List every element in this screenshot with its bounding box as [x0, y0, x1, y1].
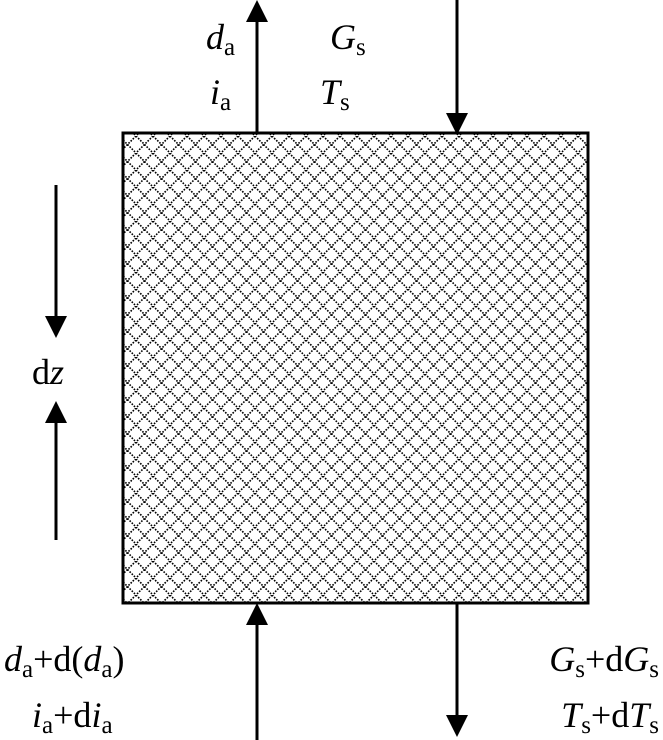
- dz-upper-arrowhead: [45, 316, 67, 338]
- packing-block: [123, 133, 588, 603]
- label-solution-temp-in: Ts: [320, 72, 350, 116]
- label-air-enthalpy-in: ia+dia: [32, 695, 113, 739]
- label-air-humidity-in: da+d(da): [4, 639, 125, 683]
- air-outlet-arrowhead: [246, 0, 268, 22]
- label-solution-temp-out: Ts+dTs: [561, 695, 659, 739]
- dz-lower-arrowhead: [45, 401, 67, 423]
- label-solution-flow-out: Gs+dGs: [549, 639, 659, 683]
- label-air-humidity-out: da: [206, 17, 235, 61]
- solution-outlet-arrowhead: [446, 715, 468, 737]
- label-solution-flow-in: Gs: [330, 17, 366, 61]
- label-air-enthalpy-out: ia: [210, 72, 231, 116]
- air-inlet-arrowhead: [246, 603, 268, 625]
- label-dz: dz: [32, 352, 64, 392]
- solution-inlet-arrowhead: [446, 113, 468, 135]
- packing-block-border: [121, 131, 590, 605]
